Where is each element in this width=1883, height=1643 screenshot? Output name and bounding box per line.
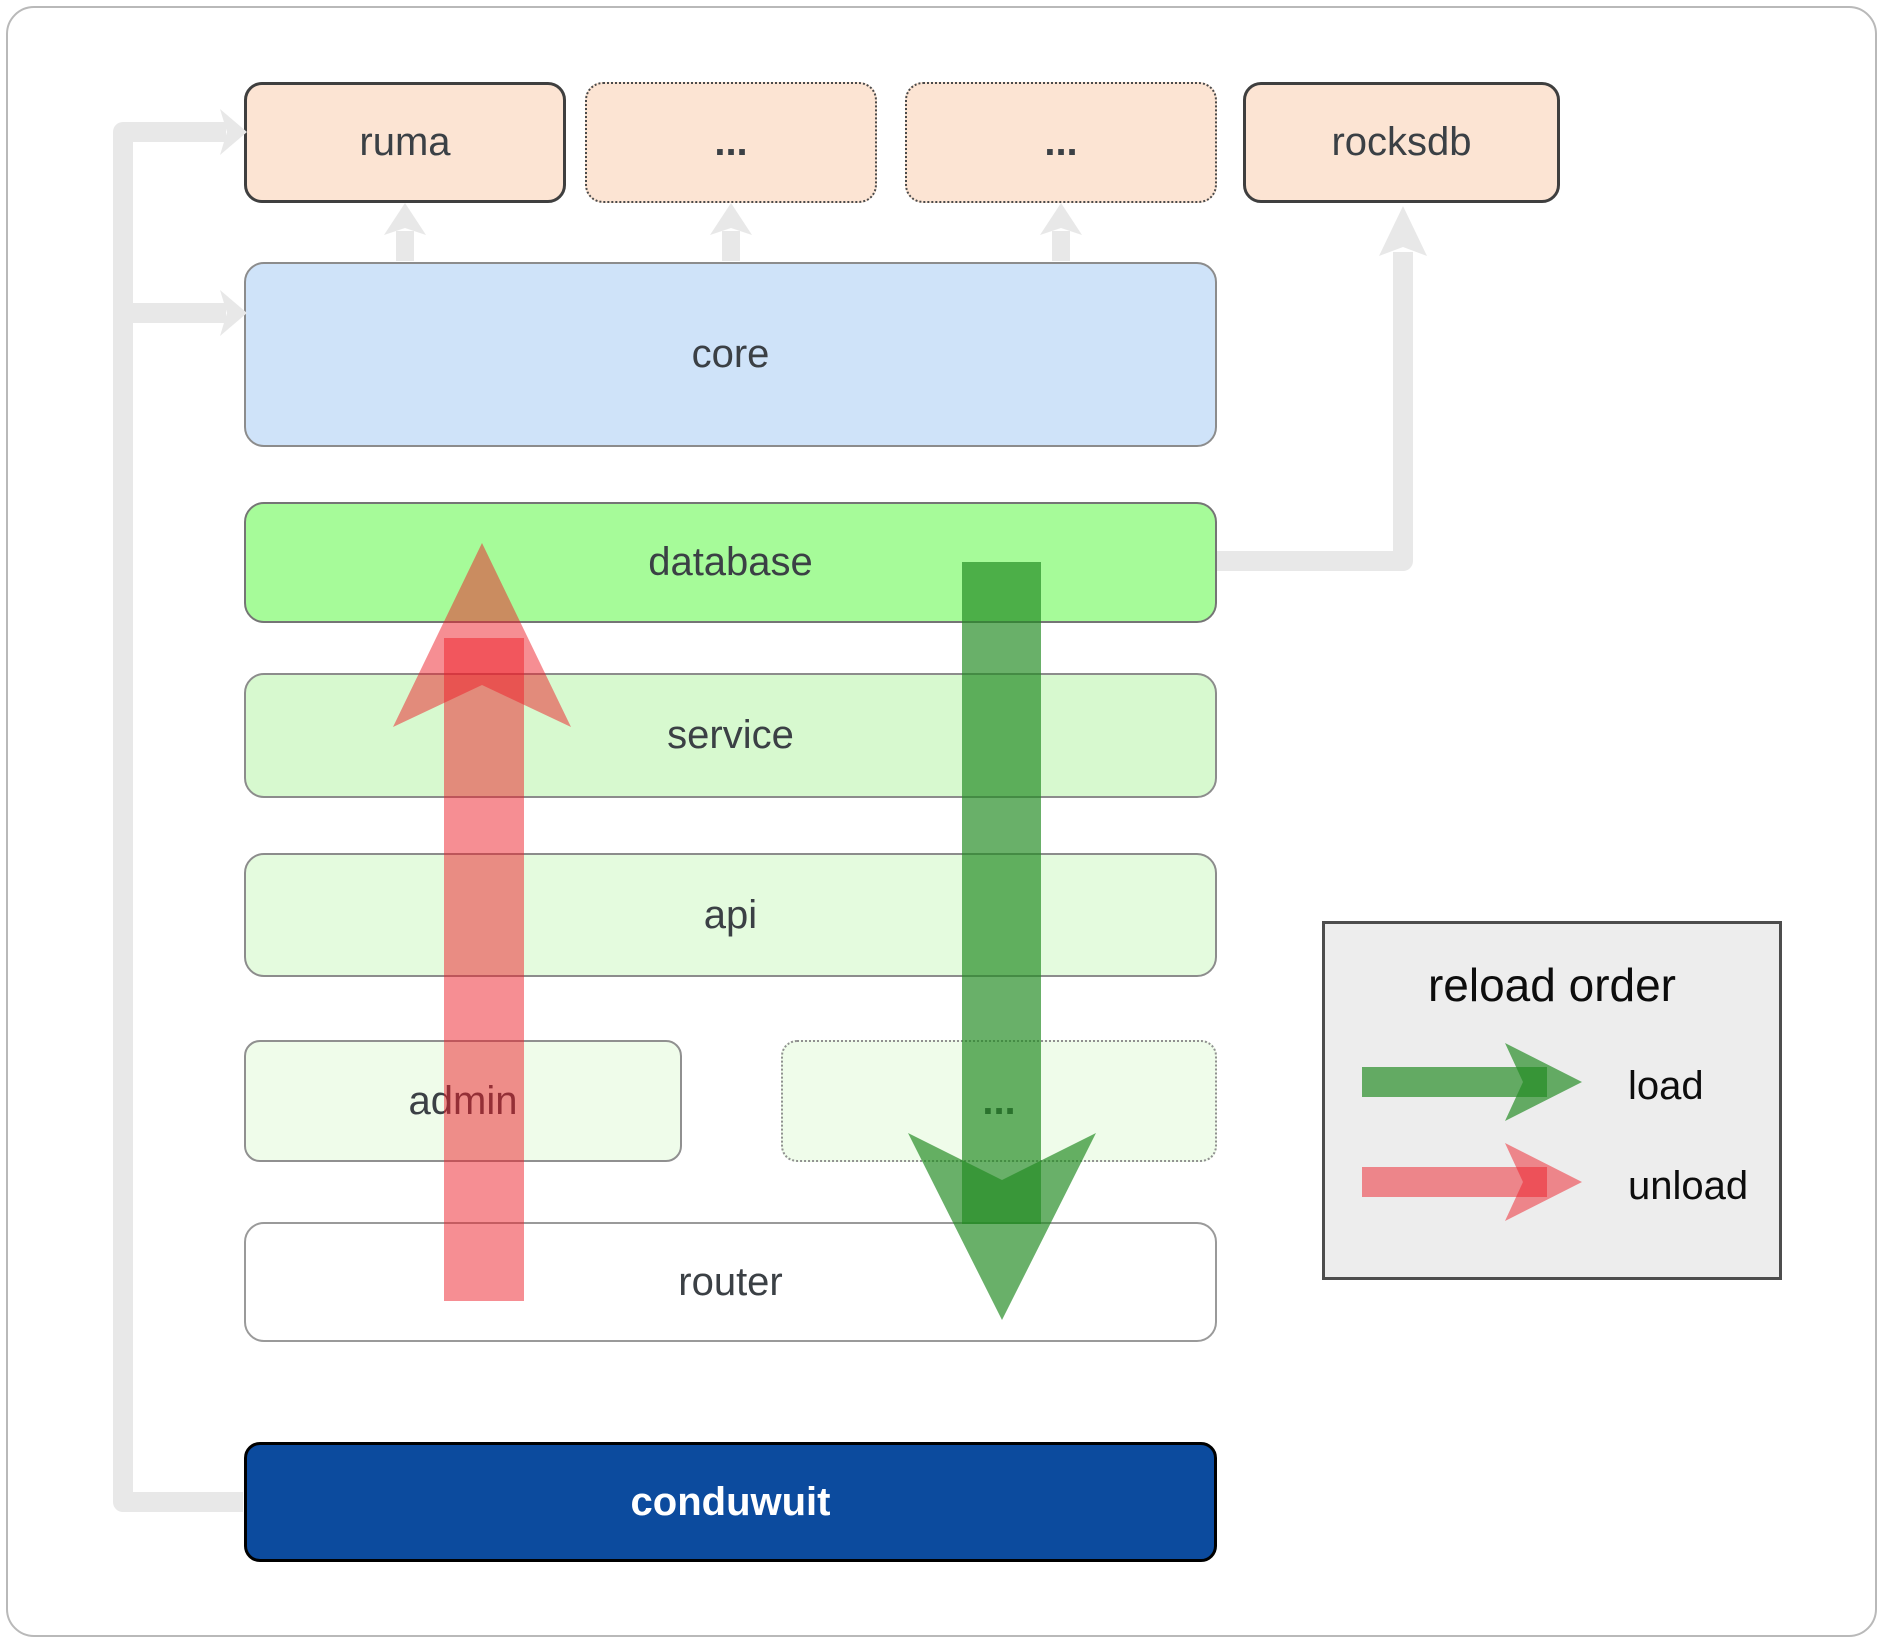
box-ellipsis-bottom: ... bbox=[781, 1040, 1217, 1162]
legend-panel: reload order load unload bbox=[1322, 921, 1782, 1280]
box-ellipsis-top-1: ... bbox=[585, 82, 877, 203]
box-api-label: api bbox=[703, 892, 758, 937]
box-ellipsis-top-1-label: ... bbox=[714, 120, 748, 164]
box-rocksdb-label: rocksdb bbox=[1331, 120, 1472, 164]
box-admin-label: admin bbox=[408, 1078, 518, 1123]
box-ruma-label: ruma bbox=[359, 120, 451, 164]
box-core: core bbox=[244, 262, 1217, 447]
legend-load-label: load bbox=[1628, 1064, 1704, 1108]
box-database: database bbox=[244, 502, 1217, 623]
box-ellipsis-top-2-label: ... bbox=[1044, 120, 1078, 164]
legend-title: reload order bbox=[1427, 959, 1677, 1011]
box-database-label: database bbox=[648, 540, 813, 584]
box-ruma: ruma bbox=[244, 82, 566, 203]
outer-frame bbox=[6, 6, 1877, 1637]
box-rocksdb: rocksdb bbox=[1243, 82, 1560, 203]
box-service: service bbox=[244, 673, 1217, 798]
box-conduwuit: conduwuit bbox=[244, 1442, 1217, 1562]
box-conduwuit-label: conduwuit bbox=[630, 1479, 831, 1524]
box-ellipsis-bottom-label: ... bbox=[982, 1078, 1016, 1123]
box-core-label: core bbox=[691, 332, 770, 376]
box-ellipsis-top-2: ... bbox=[905, 82, 1217, 203]
box-api: api bbox=[244, 853, 1217, 977]
box-service-label: service bbox=[667, 713, 794, 757]
box-router-label: router bbox=[678, 1259, 783, 1304]
box-admin: admin bbox=[244, 1040, 682, 1162]
legend-unload-label: unload bbox=[1628, 1164, 1749, 1208]
box-router: router bbox=[244, 1222, 1217, 1342]
